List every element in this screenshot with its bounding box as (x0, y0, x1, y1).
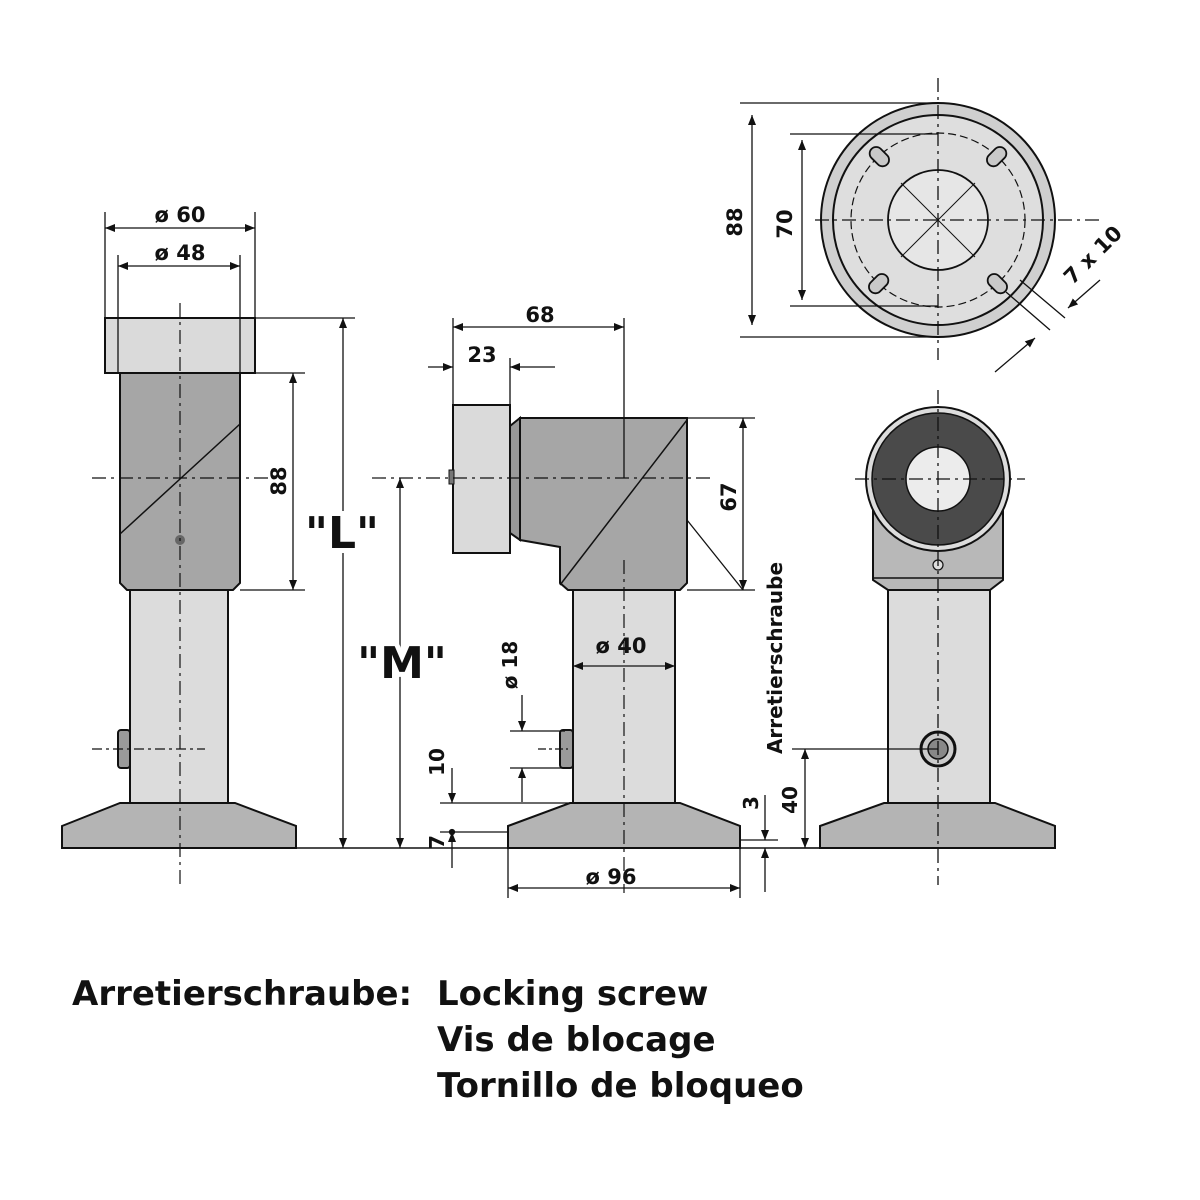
mounting-slots (868, 146, 1008, 295)
side-view-straight (61, 317, 297, 849)
dim-length-M: "M" (357, 638, 447, 689)
center-lines-middle (372, 477, 712, 893)
dim-width-68: 68 (525, 303, 554, 327)
dim-diameter-48: ø 48 (155, 241, 206, 265)
dim-top-88: 88 (723, 207, 747, 236)
side-view-angled (448, 404, 741, 849)
legend-english: Locking screw (437, 974, 708, 1014)
dim-diameter-60: ø 60 (155, 203, 206, 227)
dim-diameter-40: ø 40 (596, 634, 647, 658)
tube (887, 589, 991, 804)
dims-left (92, 212, 355, 848)
dims-middle (396, 318, 778, 898)
dim-height-40: 40 (778, 786, 802, 814)
legend: Arretierschraube: Locking screw Vis de b… (72, 974, 804, 1106)
dim-height-67: 67 (717, 482, 741, 511)
dim-height-10: 10 (425, 748, 449, 776)
dim-width-23: 23 (467, 343, 496, 367)
dims-right (790, 390, 1025, 885)
callout-locking-screw: Arretierschraube (763, 562, 787, 754)
center-lines-left (92, 303, 268, 885)
dims-top (740, 78, 1101, 373)
elbow-housing (519, 417, 688, 591)
dim-diameter-18: ø 18 (498, 641, 522, 690)
rubber-cap (452, 404, 511, 554)
dim-height-88-left: 88 (267, 466, 291, 495)
base-plate (61, 802, 297, 849)
dim-length-L: "L" (305, 508, 379, 559)
tube (129, 589, 229, 804)
dim-diameter-96: ø 96 (586, 865, 637, 889)
legend-spanish: Tornillo de bloqueo (437, 1066, 804, 1106)
legend-term: Arretierschraube: (72, 974, 412, 1014)
legend-french: Vis de blocage (437, 1020, 716, 1060)
dim-height-7: 7 (425, 835, 449, 849)
dim-top-70: 70 (773, 209, 797, 238)
dim-slot-7x10: 7 x 10 (1059, 221, 1127, 289)
dim-height-3: 3 (739, 796, 763, 810)
